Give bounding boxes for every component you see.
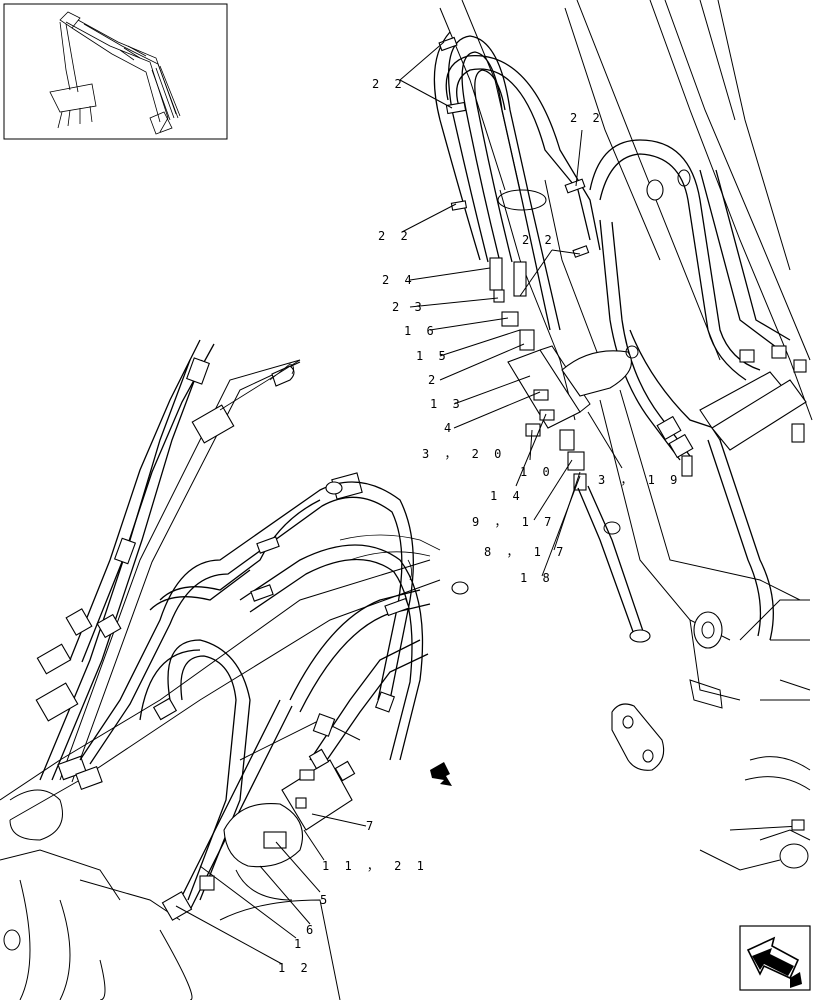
callout-23: 2 3 xyxy=(392,300,426,314)
boom-upper-right xyxy=(439,0,813,871)
callout-3-20: 3 ， 2 0 xyxy=(422,447,505,461)
callout-9-17: 9 ， 1 7 xyxy=(472,515,555,529)
callout-14: 1 4 xyxy=(490,489,524,503)
callout-11-21: 1 1 ， 2 1 xyxy=(322,859,428,873)
callout-4: 4 xyxy=(444,421,455,435)
left-arm-assembly xyxy=(0,339,469,1000)
excavator-thumbnail xyxy=(3,3,228,140)
callout-12: 1 2 xyxy=(278,961,312,975)
navigation-arrow-icon[interactable] xyxy=(739,925,811,991)
callout-18: 1 8 xyxy=(520,571,554,585)
callout-8-17: 8 ， 1 7 xyxy=(484,545,567,559)
callout-1: 1 xyxy=(294,937,305,951)
callout-15: 1 5 xyxy=(416,349,450,363)
callout-labels: 2 2 2 2 2 2 2 2 2 4 2 3 1 6 1 5 2 1 3 4 … xyxy=(278,77,681,975)
callout-5: 5 xyxy=(320,893,331,907)
callout-22-top: 2 2 xyxy=(372,77,406,91)
callout-22-left: 2 2 xyxy=(378,229,412,243)
callout-6: 6 xyxy=(306,923,317,937)
callout-22-mid: 2 2 xyxy=(522,233,556,247)
callout-24: 2 4 xyxy=(382,273,416,287)
upper-hose-loops xyxy=(433,31,807,643)
callout-2: 2 xyxy=(428,373,439,387)
callout-13: 1 3 xyxy=(430,397,464,411)
callout-10: 1 0 xyxy=(520,465,554,479)
callout-7: 7 xyxy=(366,819,377,833)
leader-lines xyxy=(175,41,623,965)
callout-22-right: 2 2 xyxy=(570,111,604,125)
callout-3-19: 3 ， 1 9 xyxy=(598,473,681,487)
callout-16: 1 6 xyxy=(404,324,438,338)
